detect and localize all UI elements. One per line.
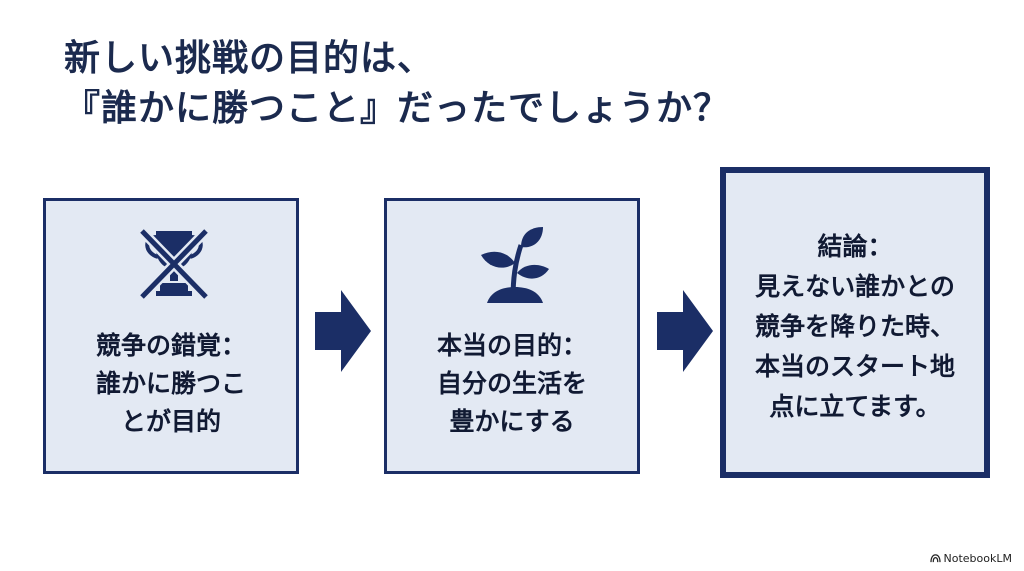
arrow-right-icon [315, 290, 371, 372]
conclusion-text-line: 本当のスタート地 [754, 352, 955, 381]
step-card-text-line: 豊かにする [449, 407, 575, 436]
notebooklm-logo-icon [929, 554, 941, 563]
sprout-icon [481, 227, 549, 303]
step-card-text-line: とが目的 [120, 407, 221, 436]
slide-title-line-1: 新しい挑戦の目的は、 [64, 38, 435, 79]
trophy-crossed-icon [138, 227, 210, 301]
slide-title-line-2: 『誰かに勝つこと』だったでしょうか？ [64, 88, 731, 129]
step-card-text: 競争の錯覚： 誰かに勝つこ とが目的 [46, 327, 296, 441]
conclusion-text-line: 見えない誰かとの [755, 272, 955, 301]
slide-title: 新しい挑戦の目的は、 『誰かに勝つこと』だったでしょうか？ [64, 34, 964, 134]
brand-label: NotebookLM [943, 552, 1012, 565]
step-card-text-line: 本当の目的： [436, 331, 587, 360]
step-card-competition-illusion: 競争の錯覚： 誰かに勝つこ とが目的 [43, 198, 299, 474]
step-card-text: 本当の目的： 自分の生活を 豊かにする [387, 327, 637, 441]
step-card-text-line: 競争の錯覚： [95, 331, 246, 360]
conclusion-text: 結論： 見えない誰かとの 競争を降りた時、 本当のスタート地 点に立てます。 [726, 227, 984, 427]
conclusion-text-line: 結論： [817, 232, 893, 261]
step-card-text-line: 自分の生活を [436, 369, 587, 398]
conclusion-text-line: 競争を降りた時、 [754, 312, 955, 341]
conclusion-card: 結論： 見えない誰かとの 競争を降りた時、 本当のスタート地 点に立てます。 [720, 167, 990, 478]
conclusion-text-line: 点に立てます。 [769, 392, 941, 421]
step-card-true-purpose: 本当の目的： 自分の生活を 豊かにする [384, 198, 640, 474]
brand-watermark: NotebookLM [929, 552, 1012, 565]
step-card-text-line: 誰かに勝つこ [95, 369, 246, 398]
arrow-right-icon [657, 290, 713, 372]
